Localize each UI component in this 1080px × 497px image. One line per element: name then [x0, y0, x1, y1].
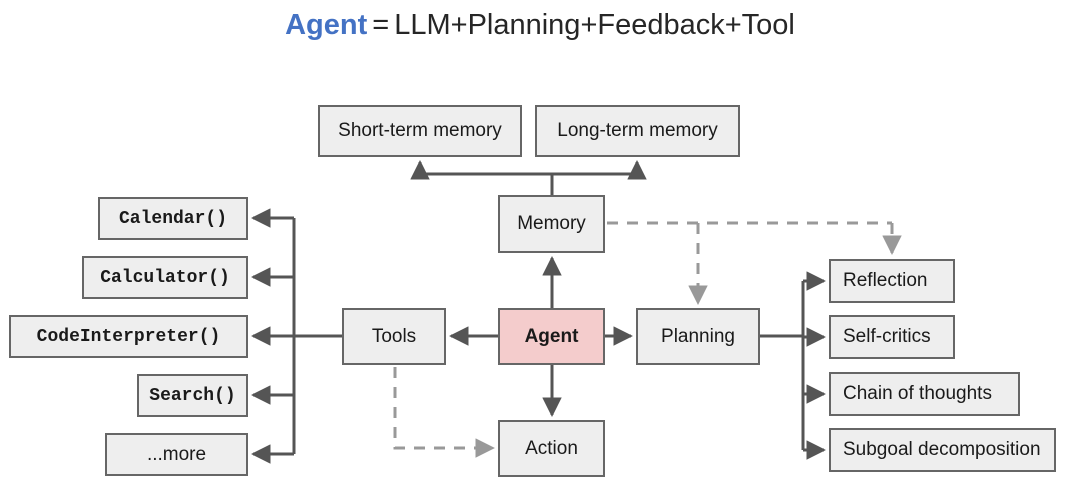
node-memory[interactable]: Memory [498, 195, 605, 253]
title-keyword: Agent [285, 9, 368, 41]
page-title: Agent=LLM+Planning+Feedback+Tool [0, 8, 1080, 42]
node-label: Tools [371, 325, 417, 347]
node-planning[interactable]: Planning [636, 308, 760, 365]
node-tool-search[interactable]: Search() [137, 374, 248, 417]
node-agent[interactable]: Agent [498, 308, 605, 365]
node-label: CodeInterpreter() [36, 326, 221, 347]
node-planning-self-critics[interactable]: Self-critics [829, 315, 955, 359]
node-label: Short-term memory [338, 120, 502, 141]
node-tool-calendar[interactable]: Calendar() [98, 197, 248, 240]
edge-tools-action-dashed [393, 367, 495, 458]
node-tool-calculator[interactable]: Calculator() [82, 256, 248, 299]
node-planning-reflection[interactable]: Reflection [829, 259, 955, 303]
node-label: Memory [517, 213, 586, 234]
node-label: Calculator() [100, 267, 230, 288]
node-label: Planning [661, 325, 735, 347]
title-equals: = [372, 9, 390, 41]
node-tools[interactable]: Tools [342, 308, 446, 365]
title-expression: LLM+Planning+Feedback+Tool [394, 9, 795, 41]
node-label: Agent [524, 325, 579, 347]
edge-planning-trunk [760, 281, 805, 450]
node-label: Subgoal decomposition [843, 439, 1041, 460]
node-label: Search() [149, 385, 236, 406]
node-tool-more[interactable]: ...more [105, 433, 248, 476]
node-tool-codeinterpreter[interactable]: CodeInterpreter() [9, 315, 248, 358]
node-label: ...more [146, 443, 207, 465]
node-label: Reflection [843, 270, 928, 291]
node-planning-subgoal-decomposition[interactable]: Subgoal decomposition [829, 428, 1056, 472]
edge-tools-trunk [292, 218, 342, 454]
node-short-term-memory[interactable]: Short-term memory [318, 105, 522, 157]
edge-memory-splitter [420, 172, 637, 195]
node-planning-chain-of-thoughts[interactable]: Chain of thoughts [829, 372, 1020, 416]
node-label: Calendar() [118, 208, 228, 229]
node-label: Self-critics [843, 326, 931, 347]
node-long-term-memory[interactable]: Long-term memory [535, 105, 740, 157]
node-action[interactable]: Action [498, 420, 605, 477]
node-label: Long-term memory [557, 120, 718, 141]
node-label: Action [525, 437, 578, 459]
node-label: Chain of thoughts [843, 383, 992, 404]
